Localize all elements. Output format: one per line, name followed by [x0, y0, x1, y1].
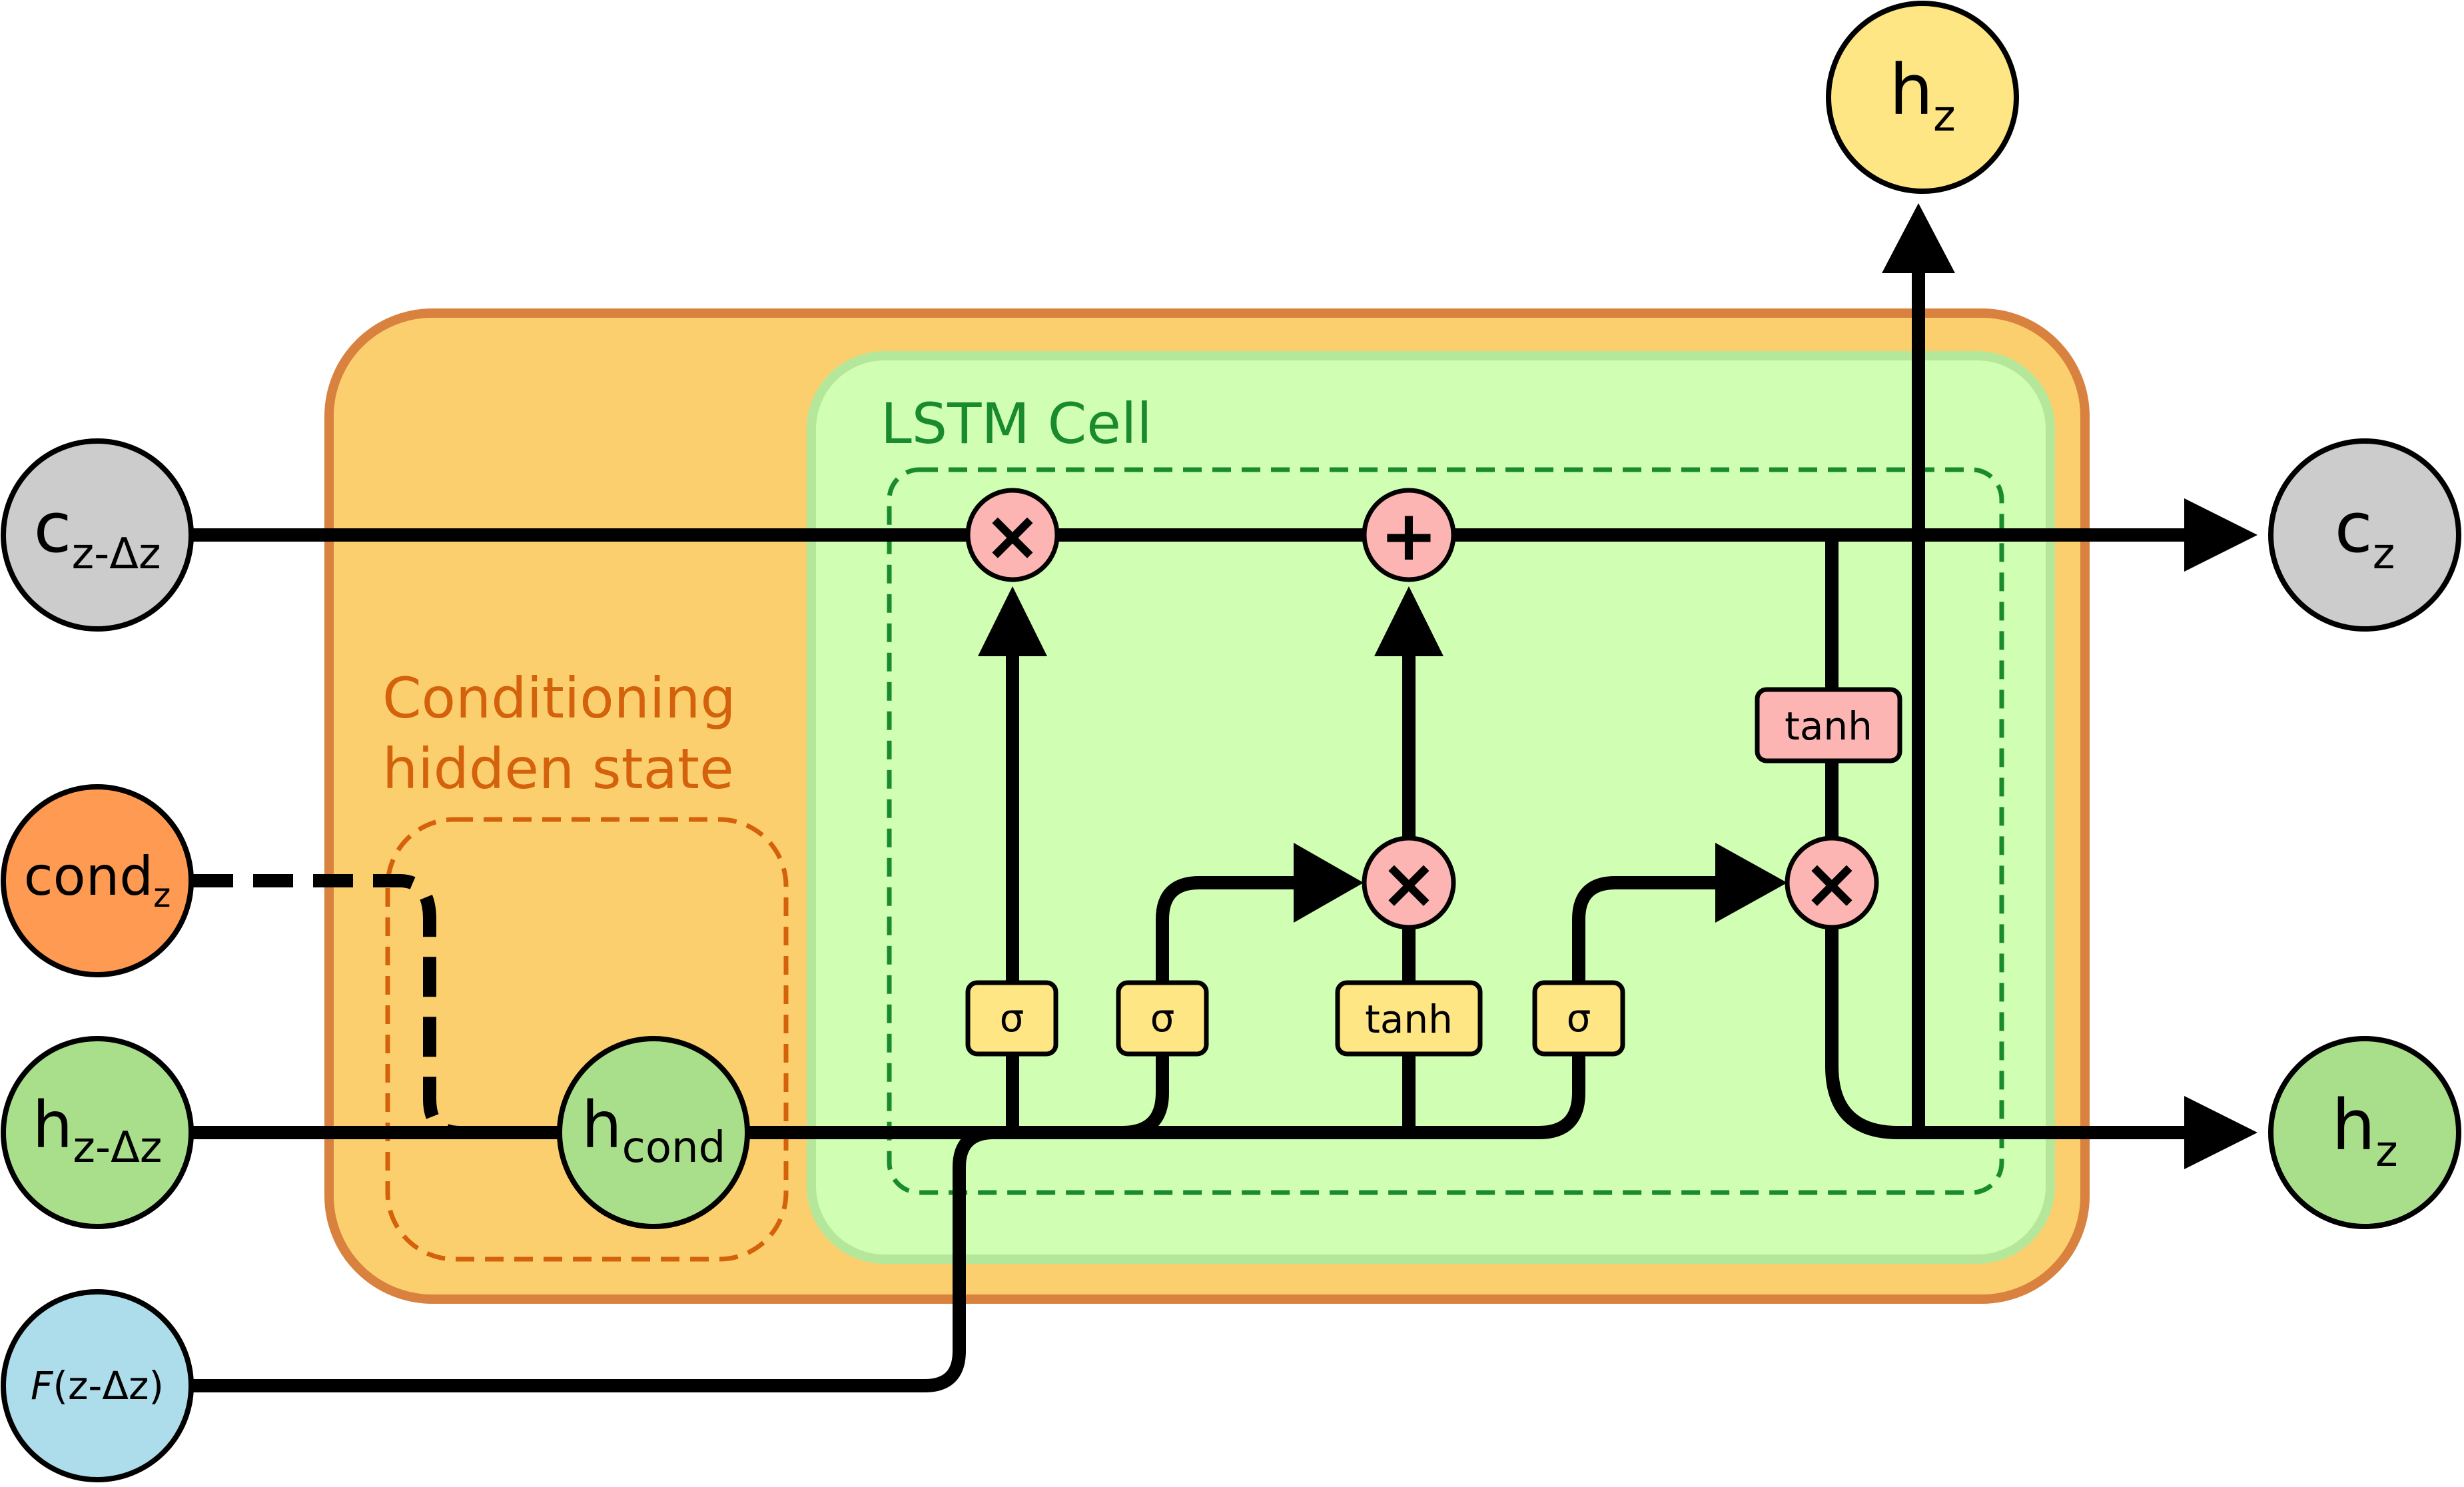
arrowhead-output-mul	[1715, 843, 1787, 923]
gate-forget: σ	[965, 980, 1058, 1057]
arrowhead-forget	[978, 586, 1047, 656]
conditioning-dashed-box	[385, 817, 789, 1262]
op-add-symbol: +	[1380, 495, 1437, 576]
arrowheads	[978, 203, 1955, 923]
input-gate-line	[1079, 876, 1299, 1139]
gate-candidate-label: tanh	[1365, 997, 1453, 1042]
op-forget-multiply-symbol: ×	[983, 495, 1041, 576]
output-branch-line	[1825, 535, 1918, 1139]
node-cond-main: cond	[24, 845, 153, 907]
node-c-prev-main: c	[33, 487, 71, 568]
conditioning-label-line1: Conditioning	[382, 666, 736, 731]
node-h-top-main: h	[1889, 49, 1933, 131]
op-input-multiply-symbol: ×	[1380, 843, 1437, 924]
node-c-out-main: c	[2335, 487, 2373, 568]
gate-cell-tanh: tanh	[1755, 687, 1902, 763]
op-add: +	[1362, 488, 1456, 582]
gate-cell-tanh-label: tanh	[1785, 704, 1872, 749]
node-h-prev-main: h	[33, 1088, 73, 1163]
gate-output-label: σ	[1567, 995, 1591, 1041]
arrowhead-input-mul	[1294, 843, 1364, 923]
forcing-line	[193, 1126, 995, 1392]
svg-text:hz: hz	[2331, 1085, 2398, 1177]
op-output-multiply-symbol: ×	[1803, 843, 1860, 924]
node-h-cond-sub: cond	[622, 1123, 726, 1173]
node-cond-sub: z	[153, 876, 171, 915]
gate-input: σ	[1116, 980, 1209, 1057]
op-input-multiply: ×	[1362, 835, 1456, 930]
node-cond: condz	[1, 784, 194, 977]
svg-text:cz-Δz: cz-Δz	[33, 487, 161, 579]
node-h-out-main: h	[2331, 1085, 2375, 1166]
gate-input-label: σ	[1150, 995, 1175, 1041]
node-h-prev-sub: z-Δz	[73, 1123, 162, 1173]
op-output-multiply: ×	[1785, 835, 1879, 930]
node-c-out-sub: z	[2373, 530, 2395, 579]
node-h-top: hz	[1826, 1, 2019, 194]
node-h-top-sub: z	[1933, 92, 1956, 141]
svg-text:F(z-Δz): F(z-Δz)	[31, 1363, 164, 1408]
svg-text:hz: hz	[1889, 49, 1956, 141]
node-h-cond: hcond	[557, 1036, 750, 1229]
gate-forget-label: σ	[1000, 995, 1025, 1041]
node-h-prev: hz-Δz	[1, 1036, 194, 1229]
node-forcing-italic: F	[31, 1363, 54, 1408]
hidden-state-line	[193, 876, 1719, 1139]
arrowhead-output-up	[1882, 203, 1955, 273]
svg-text:cz: cz	[2335, 487, 2395, 579]
node-h-out-sub: z	[2375, 1127, 2398, 1177]
node-h-out: hz	[2268, 1036, 2461, 1229]
node-c-prev: cz-Δz	[1, 438, 194, 632]
svg-text:condz: condz	[24, 845, 171, 915]
node-c-prev-sub: z-Δz	[72, 530, 161, 579]
svg-text:hcond: hcond	[582, 1088, 725, 1173]
gate-candidate: tanh	[1335, 980, 1483, 1057]
arrowhead-candidate	[1374, 586, 1443, 656]
lstm-cell-label: LSTM Cell	[881, 391, 1152, 456]
cond-dashed-line	[193, 874, 460, 1139]
conditioning-label-line2: hidden state	[382, 736, 734, 801]
node-h-cond-main: h	[582, 1088, 622, 1163]
lstm-dashed-box	[887, 467, 2004, 1195]
op-forget-multiply: ×	[965, 488, 1060, 582]
svg-text:hz-Δz: hz-Δz	[33, 1088, 163, 1173]
node-forcing-rest: (z-Δz)	[53, 1363, 164, 1408]
node-c-out: cz	[2268, 438, 2461, 632]
gate-output: σ	[1532, 980, 1625, 1057]
node-forcing: F(z-Δz)	[1, 1289, 194, 1482]
